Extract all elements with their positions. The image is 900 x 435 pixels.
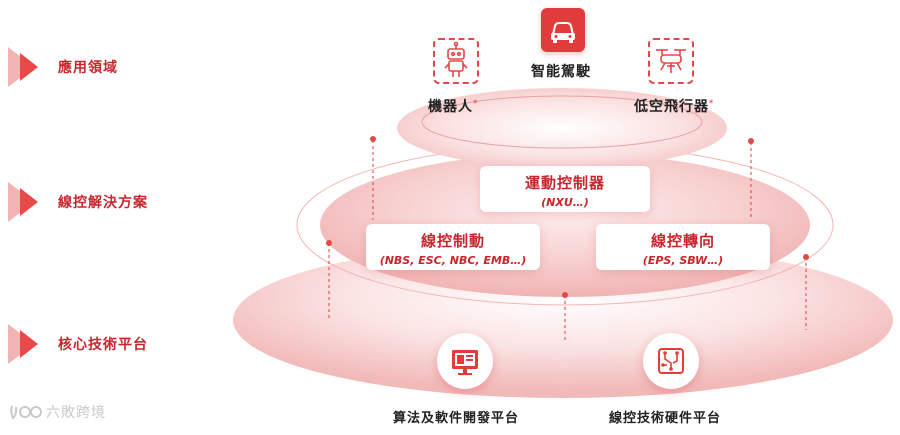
- platform-tier: [233, 242, 893, 398]
- car-icon: [541, 8, 585, 52]
- robot-icon: [433, 38, 479, 84]
- solution-card-steer: 線控轉向 (EPS, SBW…): [596, 224, 770, 270]
- platform-label-hardware: 線控技術硬件平台: [609, 411, 722, 426]
- app-label-drone-text: 低空飛行器: [634, 99, 709, 115]
- connector-dot: [370, 136, 376, 142]
- card-title: 運動控制器: [524, 174, 605, 192]
- side-label-text: 核心技術平台: [58, 337, 148, 353]
- side-label-solution: 線控解決方案: [8, 182, 148, 222]
- connector-dot: [803, 254, 809, 260]
- circuit-board-icon: [643, 333, 699, 389]
- footnote-mark: *: [709, 97, 715, 108]
- app-label-driving: 智能駕駛: [531, 64, 591, 80]
- card-title: 線控轉向: [650, 232, 715, 250]
- application-tier-ring: [421, 95, 703, 149]
- watermark: 六敗跨境: [8, 402, 106, 422]
- app-label-robot: 機器人*: [428, 96, 478, 116]
- chevron-icon: [8, 182, 44, 222]
- chevron-icon: [8, 47, 44, 87]
- app-label-drone: 低空飛行器*: [634, 96, 714, 116]
- card-subtitle: (NBS, ESC, NBC, EMB…): [379, 254, 527, 267]
- footnote-mark: *: [473, 97, 479, 108]
- connector-dot: [326, 240, 332, 246]
- side-label-text: 線控解決方案: [58, 195, 148, 211]
- card-title: 線控制動: [420, 232, 485, 250]
- connector-dot: [562, 292, 568, 298]
- watermark-logo-icon: [10, 405, 42, 420]
- chevron-icon: [8, 324, 44, 364]
- side-label-text: 應用領域: [58, 60, 118, 76]
- drone-icon: [648, 38, 694, 84]
- connector-dot: [748, 138, 754, 144]
- side-label-platform: 核心技術平台: [8, 324, 148, 364]
- solution-card-brake: 線控制動 (NBS, ESC, NBC, EMB…): [366, 224, 540, 270]
- side-label-application: 應用領域: [8, 47, 118, 87]
- application-tier: [397, 88, 727, 168]
- card-subtitle: (NXU…): [541, 196, 589, 209]
- software-monitor-icon: [437, 333, 493, 389]
- solution-card-motion: 運動控制器 (NXU…): [480, 166, 650, 212]
- card-subtitle: (EPS, SBW…): [642, 254, 724, 267]
- platform-label-software: 算法及軟件開發平台: [393, 411, 520, 426]
- app-label-robot-text: 機器人: [428, 99, 473, 115]
- watermark-text: 六敗跨境: [46, 405, 106, 421]
